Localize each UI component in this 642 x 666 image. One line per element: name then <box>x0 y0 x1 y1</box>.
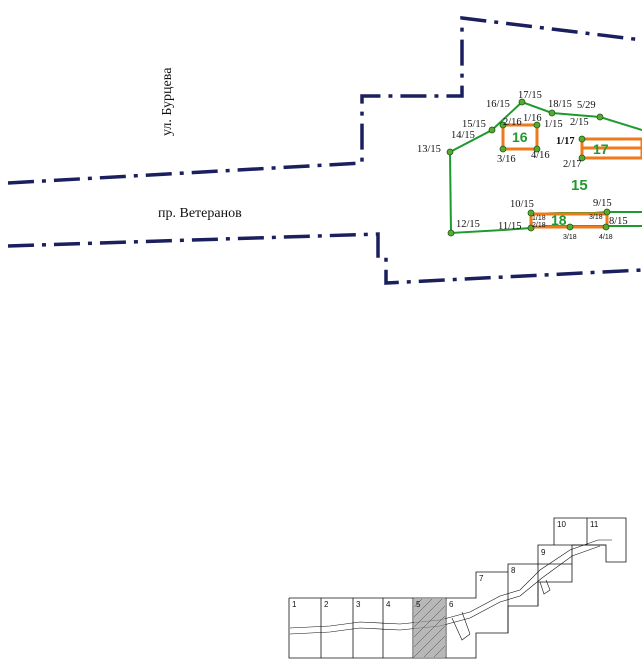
label-14-15: 14/15 <box>451 130 475 141</box>
sheet-3: 3 <box>356 600 361 609</box>
label-9-15: 9/15 <box>593 198 612 209</box>
index-sheet-numbers: 1 2 3 4 5 6 7 8 9 10 11 <box>292 520 599 609</box>
label-12-15: 12/15 <box>456 219 480 230</box>
index-hatch-lines <box>413 598 446 658</box>
label-3-18-bottom: 3/18 <box>563 234 577 241</box>
label-17-15: 17/15 <box>518 90 542 101</box>
label-3-16: 3/16 <box>497 154 516 165</box>
label-5-29: 5/29 <box>577 100 596 111</box>
point-9-15 <box>603 208 611 216</box>
index-detail <box>451 611 471 641</box>
point-3-16 <box>499 145 507 153</box>
structure-16 <box>501 123 539 151</box>
index-detail-2 <box>539 579 551 595</box>
index-road <box>289 539 612 629</box>
point-13-15 <box>446 148 454 156</box>
point-1-17 <box>578 135 586 143</box>
label-1-16: 1/16 <box>523 113 542 124</box>
point-12-15 <box>447 229 455 237</box>
label-4-16: 4/16 <box>531 150 550 161</box>
sheet-5: 5 <box>416 600 421 609</box>
parcel-number-16: 16 <box>512 129 528 145</box>
sheet-8: 8 <box>511 566 516 575</box>
point-16-15 <box>518 98 526 106</box>
parcel-number-15: 15 <box>571 177 588 194</box>
point-5-29 <box>596 113 604 121</box>
sheet-2: 2 <box>324 600 329 609</box>
parcel-number-17: 17 <box>593 141 609 157</box>
label-2-15: 2/15 <box>570 117 589 128</box>
label-1-15: 1/15 <box>544 119 563 130</box>
point-10-15 <box>527 209 535 217</box>
label-2-17: 2/17 <box>563 159 582 170</box>
boundary-south <box>7 232 642 285</box>
point-15-15 <box>488 126 496 134</box>
point-labels: 16/15 17/15 18/15 5/29 15/15 2/16 1/16 1… <box>417 90 628 241</box>
sheet-1: 1 <box>292 600 297 609</box>
sheet-9: 9 <box>541 548 546 557</box>
street-label-burtseva: ул. Бурцева <box>160 67 175 136</box>
index-current-sheet-hatch <box>414 599 445 657</box>
label-2-16: 2/16 <box>503 117 522 128</box>
point-2-16 <box>499 121 507 129</box>
index-map-outline <box>288 517 627 659</box>
red-line-boundaries <box>7 16 642 285</box>
point-2-17 <box>578 154 586 162</box>
sheet-11: 11 <box>590 520 599 529</box>
label-3-18-top: 3/18 <box>589 214 603 221</box>
sheet-7: 7 <box>479 574 484 583</box>
label-11-15: 11/15 <box>498 221 522 232</box>
sheet-10: 10 <box>557 520 566 529</box>
point-18-15 <box>548 109 556 117</box>
point-4-16 <box>533 145 541 153</box>
sheet-6: 6 <box>449 600 454 609</box>
parcel-number-18: 18 <box>551 212 567 228</box>
index-map <box>288 517 627 659</box>
sheet-4: 4 <box>386 600 391 609</box>
point-4-18 <box>602 223 610 231</box>
label-16-15: 16/15 <box>486 99 510 110</box>
index-road-2 <box>289 545 601 635</box>
label-8-15: 8/15 <box>609 216 628 227</box>
label-15-15: 15/15 <box>462 119 486 130</box>
point-1-16 <box>533 121 541 129</box>
label-2-18: 2/18 <box>532 222 546 229</box>
boundary-north <box>7 16 642 185</box>
label-1-17: 1/17 <box>556 136 575 147</box>
survey-points <box>446 98 611 237</box>
label-18-15: 18/15 <box>548 99 572 110</box>
point-11-15 <box>527 224 535 232</box>
label-4-18: 4/18 <box>599 234 613 241</box>
point-3-18 <box>566 223 574 231</box>
label-13-15: 13/15 <box>417 144 441 155</box>
label-10-15: 10/15 <box>510 199 534 210</box>
label-1-18: 1/18 <box>532 215 546 222</box>
street-label-veteranov: пр. Ветеранов <box>158 206 242 221</box>
